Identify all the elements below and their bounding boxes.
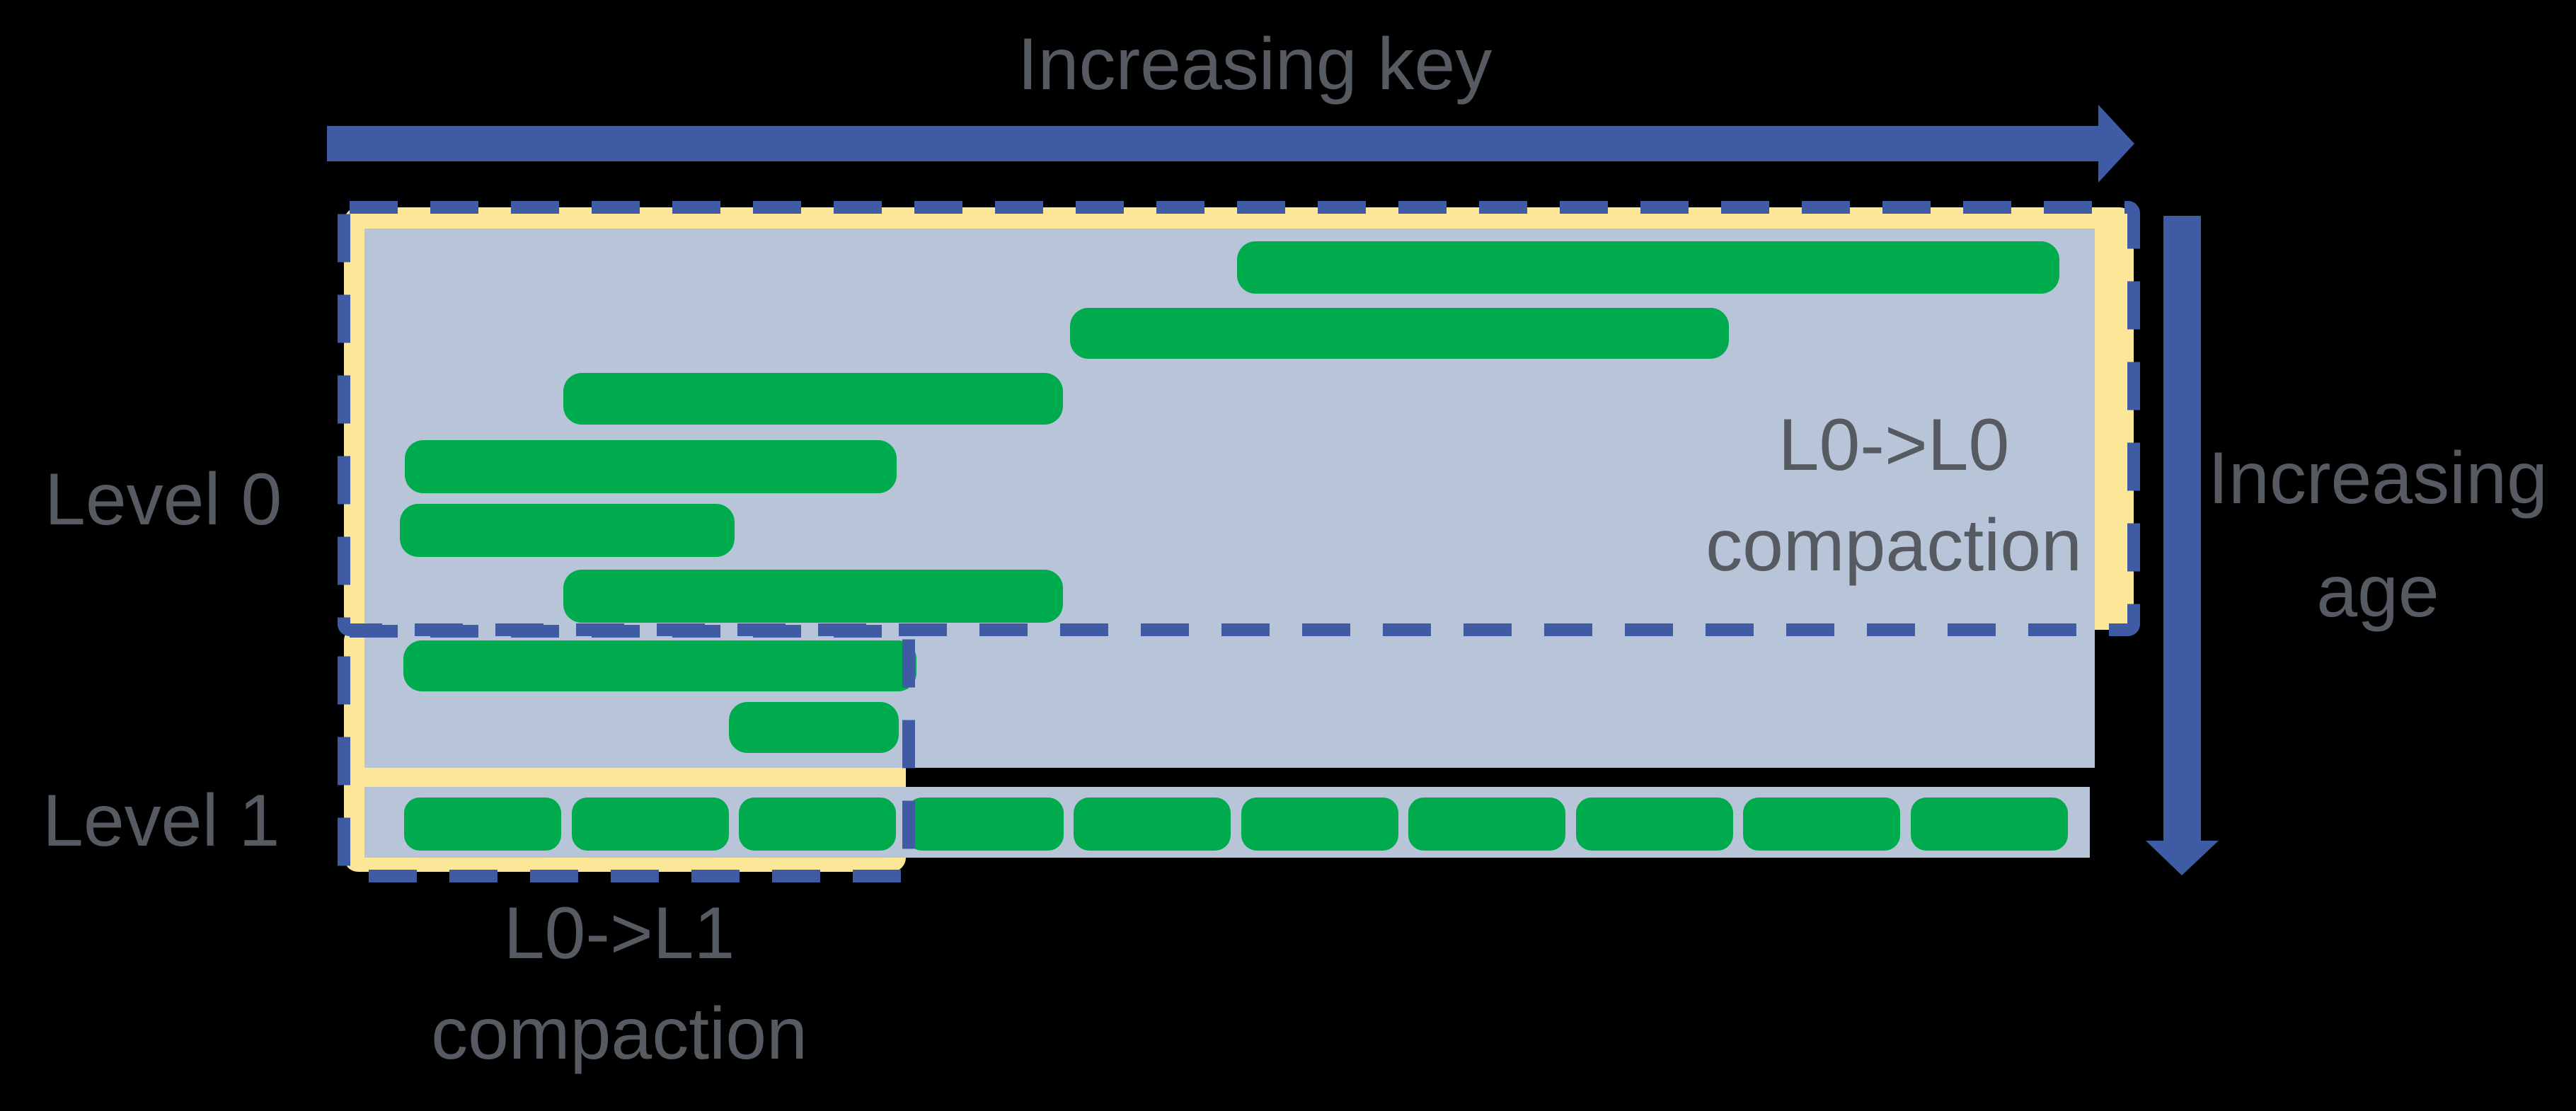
l0-l1-compaction-line2: compaction: [431, 993, 807, 1075]
increasing-age-line1: Increasing: [2208, 437, 2548, 519]
l0-l1-compaction-label: L0->L1 compaction: [386, 883, 853, 1084]
level0-label: Level 0: [45, 459, 282, 541]
increasing-key-arrow: [327, 105, 2134, 183]
l0-l1-compaction-line1: L0->L1: [503, 892, 735, 974]
l0-l0-compaction-label: L0->L0 compaction: [1660, 395, 2127, 596]
l0-l0-compaction-line2: compaction: [1706, 505, 2082, 587]
level1-box: [364, 787, 2090, 858]
level1-label: Level 1: [42, 780, 280, 862]
increasing-age-line2: age: [2316, 551, 2439, 633]
increasing-key-label: Increasing key: [1017, 23, 1493, 105]
l0-l0-compaction-line1: L0->L0: [1778, 404, 2010, 486]
increasing-age-label: Increasing age: [2194, 422, 2562, 648]
